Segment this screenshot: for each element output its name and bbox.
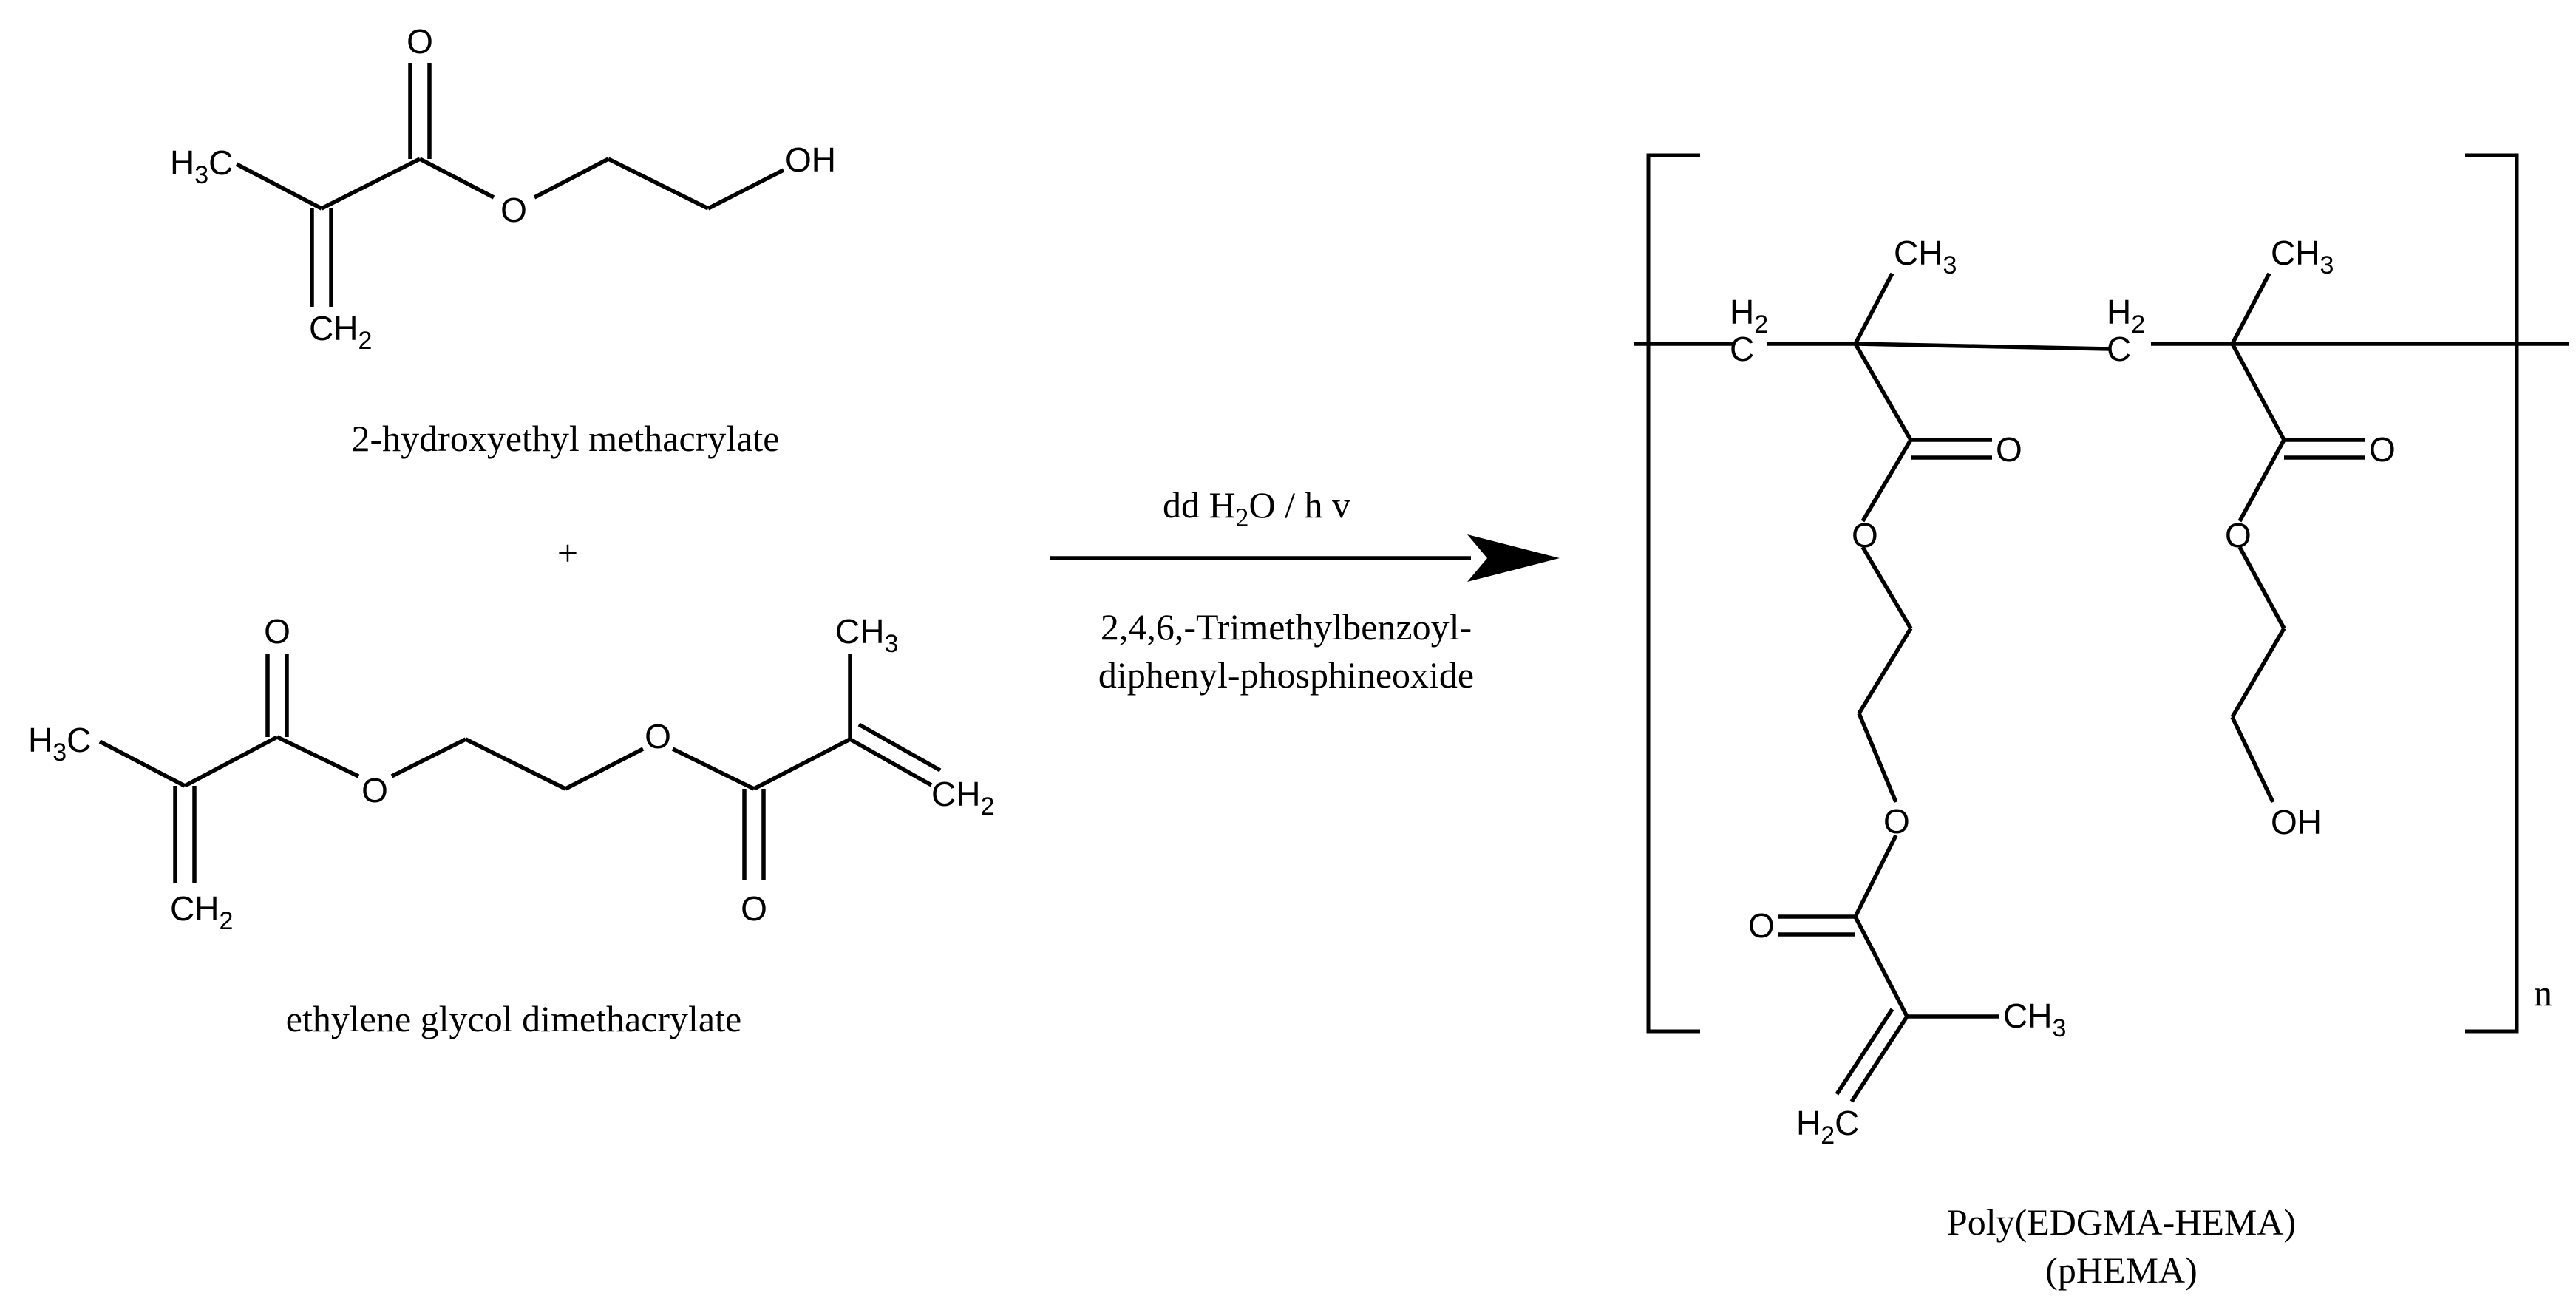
egdma-methylene-right-label: CH2 <box>931 775 994 821</box>
polymer-pendant-methyl: CH3 <box>2003 997 2066 1042</box>
hema-name: 2-hydroxyethyl methacrylate <box>352 418 780 459</box>
egdma-carbonyl-oxygen-left: O <box>264 612 290 651</box>
polymer-right-hydroxyl: OH <box>2271 803 2322 841</box>
hema-methyl-label: H3C <box>170 143 233 189</box>
polymer-ch2-right-c: C <box>2107 330 2131 368</box>
egdma-methylene-left-label: CH2 <box>170 889 233 935</box>
polymer-left-ester-oxygen-2: O <box>1883 802 1910 841</box>
polymer-right-carbonyl-oxygen: O <box>2369 430 2396 469</box>
condition-initiator-line2: diphenyl-phosphineoxide <box>1098 654 1474 696</box>
polymer-left-carbonyl-oxygen-2: O <box>1748 906 1775 945</box>
hema-structure: H3C O O OH CH2 <box>170 22 836 355</box>
egdma-name: ethylene glycol dimethacrylate <box>286 998 741 1039</box>
polymer-left-ester-oxygen: O <box>1852 516 1878 554</box>
polymer-brackets <box>1646 153 2519 1034</box>
condition-solvent-light: dd H2O / h v <box>1163 484 1350 532</box>
polymer-ch2-right-h: H2 <box>2107 293 2145 339</box>
hema-ester-oxygen: O <box>500 191 527 229</box>
polymer-ch2-left-c: C <box>1730 330 1754 368</box>
egdma-structure: H3C O O O O CH3 CH2 CH2 <box>28 612 994 935</box>
egdma-carbonyl-oxygen-right: O <box>741 889 767 928</box>
polymer-right-ester-oxygen: O <box>2225 516 2252 554</box>
polymer-structure: H2 C CH3 H2 C CH3 O O O O CH3 H2C O O OH <box>1634 234 2569 1150</box>
hema-carbonyl-oxygen: O <box>407 22 433 61</box>
polymer-pendant-methylene: H2C <box>1796 1104 1859 1150</box>
reaction-arrow <box>1050 534 1560 582</box>
repeat-index: n <box>2534 972 2552 1014</box>
egdma-ester-oxygen-left: O <box>361 771 388 810</box>
product-name: Poly(EDGMA-HEMA) <box>1947 1201 2296 1243</box>
hema-methylene-label: CH2 <box>309 309 372 355</box>
polymer-methyl-left: CH3 <box>1894 234 1957 279</box>
egdma-methyl-left-label: H3C <box>28 721 91 767</box>
condition-initiator-line1: 2,4,6,-Trimethylbenzoyl- <box>1101 606 1472 648</box>
egdma-methyl-right-label: CH3 <box>835 612 898 658</box>
product-abbreviation: (pHEMA) <box>2045 1249 2198 1291</box>
polymer-left-carbonyl-oxygen: O <box>1996 430 2022 469</box>
polymer-methyl-right: CH3 <box>2271 234 2334 279</box>
plus-sign: + <box>557 532 578 574</box>
egdma-ester-oxygen-right: O <box>645 717 671 756</box>
hema-hydroxyl-label: OH <box>785 140 836 179</box>
polymer-ch2-left-h: H2 <box>1730 293 1768 339</box>
